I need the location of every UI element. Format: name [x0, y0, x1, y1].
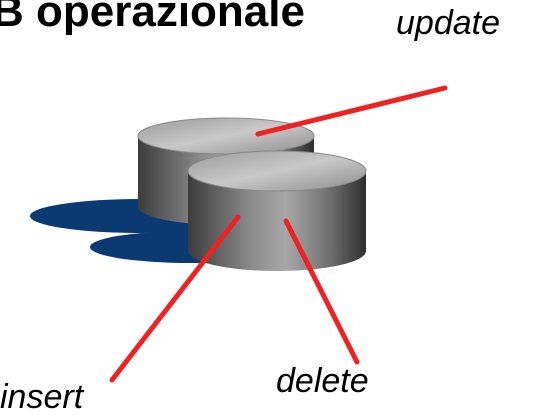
insert-arrow — [109, 214, 241, 383]
update-label: update — [396, 4, 500, 42]
delete-label: delete — [276, 362, 369, 400]
delete-arrow — [283, 218, 360, 365]
diagram-title: B operazionale — [0, 0, 305, 36]
update-arrow — [255, 85, 448, 137]
insert-label: insert — [0, 378, 84, 416]
front-database-cylinder — [187, 150, 367, 271]
